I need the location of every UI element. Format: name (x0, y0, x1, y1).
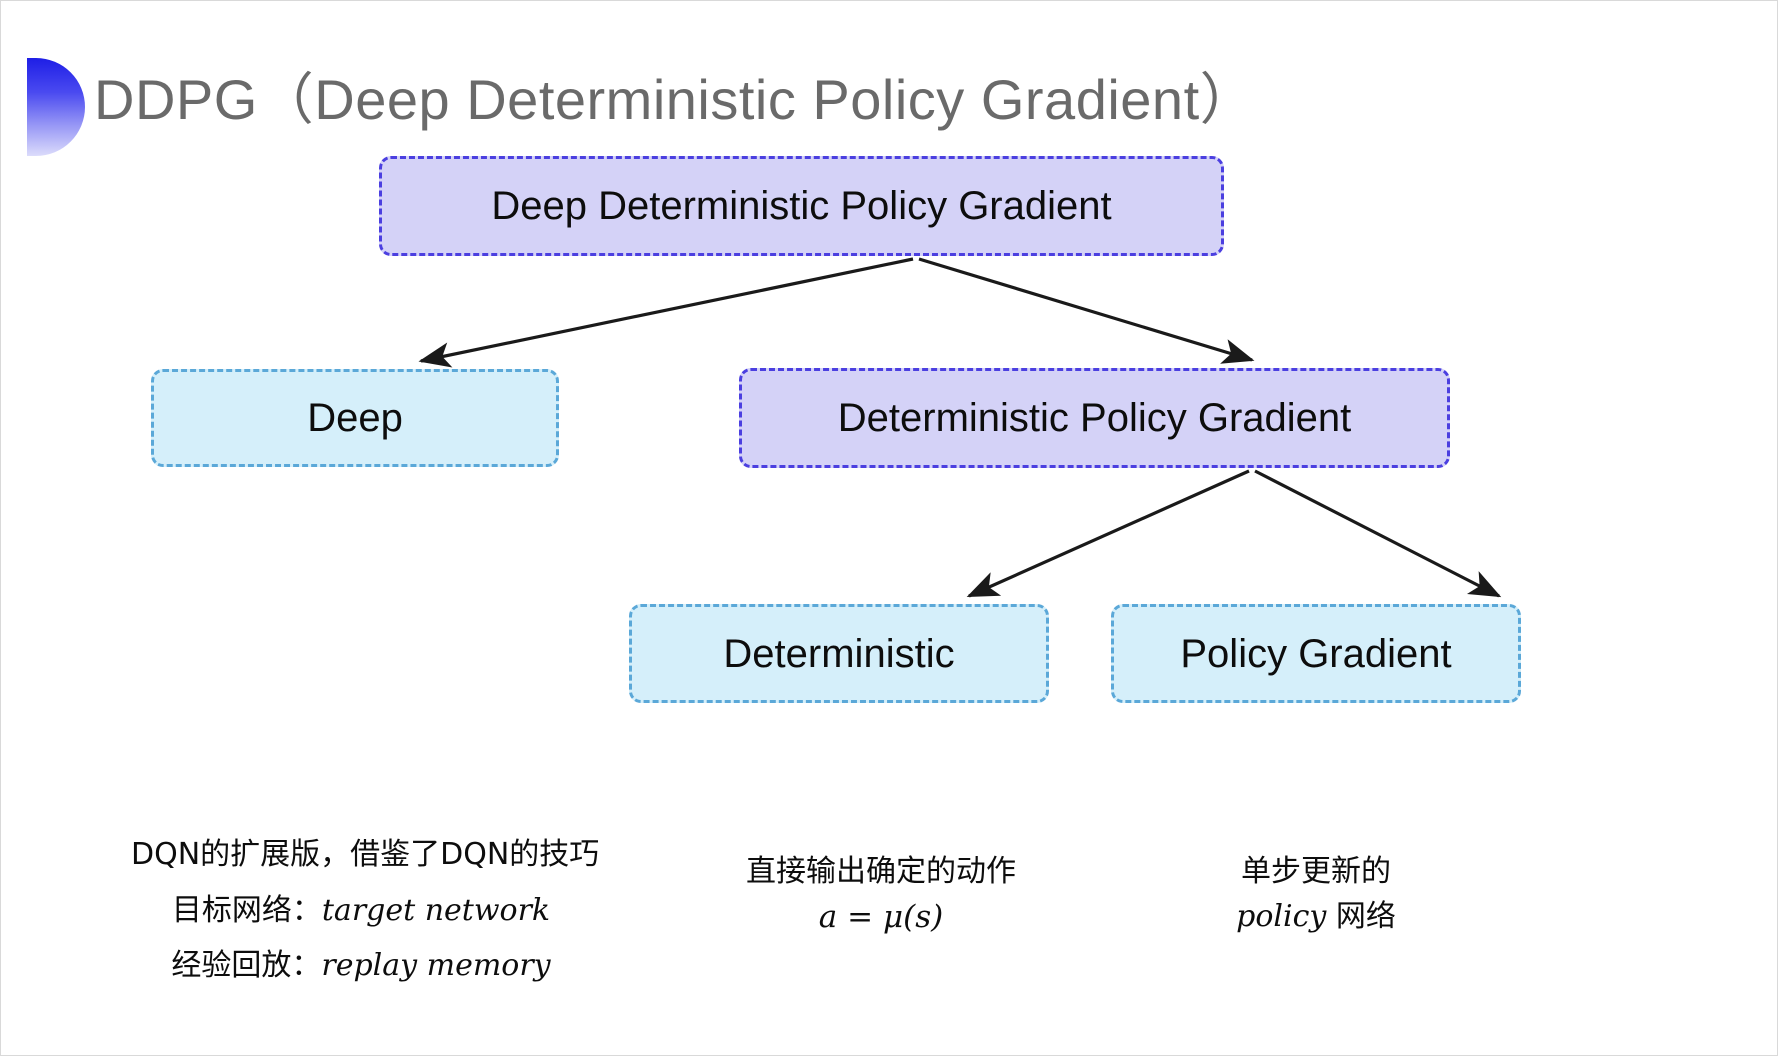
caption-deep: DQN的扩展版，借鉴了DQN的技巧 目标网络：target network 经验… (131, 827, 600, 994)
edge-root-to-deep (418, 257, 914, 368)
caption-deep-line3-label: 经验回放： (171, 948, 322, 983)
formula-rhs: μ(s) (882, 899, 944, 935)
caption-deep-line1: DQN的扩展版，借鉴了DQN的技巧 (131, 837, 600, 872)
caption-policy-gradient-line2: policy 网络 (1181, 894, 1451, 939)
node-deep-deterministic-policy-gradient[interactable]: Deep Deterministic Policy Gradient (379, 156, 1224, 256)
caption-deterministic: 直接输出确定的动作 a = μ(s) (741, 849, 1021, 941)
node-deep[interactable]: Deep (151, 369, 559, 467)
caption-deterministic-formula: a = μ(s) (741, 894, 1021, 941)
caption-deep-line3-term: replay memory (321, 948, 551, 983)
edge-dpg-to-policy-gradient (1254, 469, 1502, 598)
node-deterministic[interactable]: Deterministic (629, 604, 1049, 703)
node-policy-gradient[interactable]: Policy Gradient (1111, 604, 1521, 703)
caption-policy-gradient: 单步更新的 policy 网络 (1181, 849, 1451, 939)
node-label: Deep Deterministic Policy Gradient (491, 184, 1112, 228)
edge-root-to-dpg (918, 257, 1255, 364)
caption-policy-gradient-suffix: 网络 (1326, 899, 1396, 934)
caption-deep-line2-label: 目标网络： (171, 892, 322, 928)
caption-deep-line2: 目标网络：target network (131, 883, 591, 939)
caption-deterministic-line1: 直接输出确定的动作 (746, 854, 1016, 889)
caption-deep-line3: 经验回放：replay memory (131, 938, 591, 994)
node-label: Policy Gradient (1180, 631, 1452, 676)
node-label: Deterministic Policy Gradient (837, 396, 1352, 440)
formula-lhs: a (818, 899, 838, 935)
caption-deep-line2-term: target network (321, 892, 551, 928)
gradient-halfcircle-bullet-icon (27, 58, 85, 156)
node-label: Deep (307, 396, 403, 440)
edge-dpg-to-deterministic (966, 469, 1250, 598)
caption-policy-gradient-line1: 单步更新的 (1241, 854, 1391, 889)
page-title: DDPG（Deep Deterministic Policy Gradient） (94, 68, 1257, 131)
node-deterministic-policy-gradient[interactable]: Deterministic Policy Gradient (739, 368, 1450, 468)
node-label: Deterministic (723, 631, 955, 676)
caption-policy-gradient-term: policy (1236, 899, 1327, 934)
formula-operator: = (837, 899, 883, 935)
